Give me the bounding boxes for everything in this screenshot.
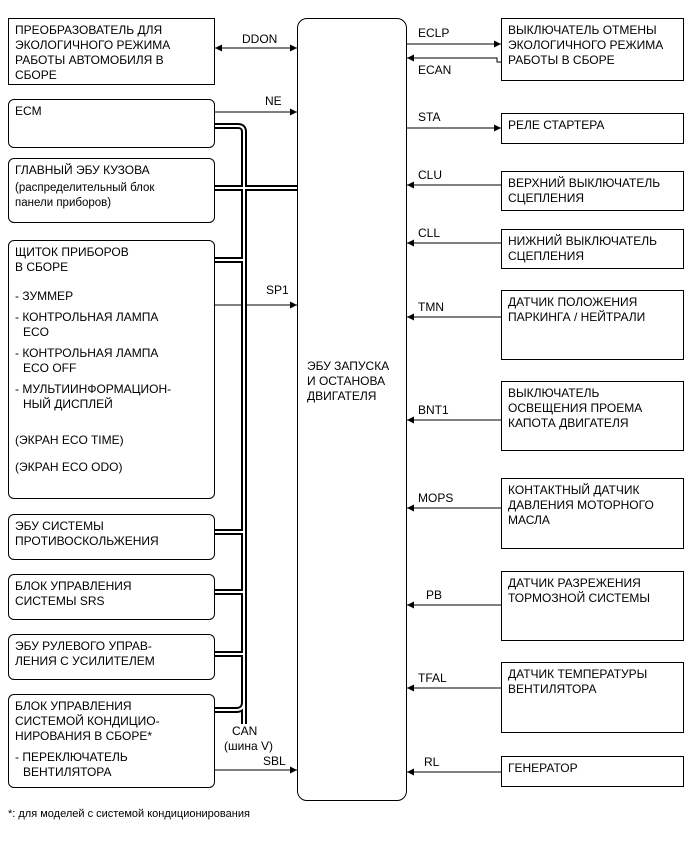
eps-ecu-box: ЭБУ РУЛЕВОГО УПРАВ- ЛЕНИЯ С УСИЛИТЕЛЕМ <box>8 634 215 680</box>
signal-bnt1: BNT1 <box>418 403 449 417</box>
signal-sp1: SP1 <box>266 283 289 297</box>
starter-relay-box: РЕЛЕ СТАРТЕРА <box>501 113 684 144</box>
park-neutral-sensor-box: ДАТЧИК ПОЛОЖЕНИЯ ПАРКИНГА / НЕЙТРАЛИ <box>501 290 684 360</box>
signal-can: CAN <box>232 724 258 738</box>
brake-vacuum-sensor-box: ДАТЧИК РАЗРЕЖЕНИЯ ТОРМОЗНОЙ СИСТЕМЫ <box>501 571 684 641</box>
signal-sta: STA <box>418 110 441 124</box>
meter-box: ЩИТОК ПРИБОРОВ В СБОРЕ - ЗУММЕР - КОНТРО… <box>8 240 215 499</box>
clutch-upper-switch-box: ВЕРХНИЙ ВЫКЛЮЧАТЕЛЬ СЦЕПЛЕНИЯ <box>501 171 684 211</box>
can-bus <box>215 123 297 724</box>
hood-courtesy-switch-box: ВЫКЛЮЧАТЕЛЬ ОСВЕЩЕНИЯ ПРОЕМА КАПОТА ДВИГ… <box>501 381 684 451</box>
srs-box: БЛОК УПРАВЛЕНИЯ СИСТЕМЫ SRS <box>8 574 215 620</box>
signal-eclp: ECLP <box>418 26 450 40</box>
clutch-lower-switch-box: НИЖНИЙ ВЫКЛЮЧАТЕЛЬ СЦЕПЛЕНИЯ <box>501 229 684 269</box>
body-ecu-box: ГЛАВНЫЙ ЭБУ КУЗОВА (распределительный бл… <box>8 158 215 223</box>
eco-cancel-switch-box: ВЫКЛЮЧАТЕЛЬ ОТМЕНЫ ЭКОЛОГИЧНОГО РЕЖИМА Р… <box>501 18 684 81</box>
footnote: *: для моделей с системой кондиционирова… <box>8 808 250 820</box>
signal-ecan: ECAN <box>418 63 452 77</box>
skid-control-ecu-box: ЭБУ СИСТЕМЫ ПРОТИВОСКОЛЬЖЕНИЯ <box>8 514 215 560</box>
oil-pressure-switch-box: КОНТАКТНЫЙ ДАТЧИК ДАВЛЕНИЯ МОТОРНОГО МАС… <box>501 478 684 549</box>
signal-sbl: SBL <box>263 754 286 768</box>
ecan-line <box>407 54 501 63</box>
alternator-box: ГЕНЕРАТОР <box>501 756 684 787</box>
signal-pb: PB <box>426 588 443 602</box>
signal-ddon: DDON <box>242 32 278 46</box>
signal-clu: CLU <box>418 168 443 182</box>
converter-box: ПРЕОБРАЗОВАТЕЛЬ ДЛЯ ЭКОЛОГИЧНОГО РЕЖИМА … <box>8 18 215 85</box>
engine-stop-start-ecu: ЭБУ ЗАПУСКА И ОСТАНОВА ДВИГАТЕЛЯ <box>297 18 407 801</box>
signal-rl: RL <box>424 755 440 769</box>
ecu-label: ЭБУ ЗАПУСКА И ОСТАНОВА ДВИГАТЕЛЯ <box>307 359 390 403</box>
ac-amplifier-box: БЛОК УПРАВЛЕНИЯ СИСТЕМОЙ КОНДИЦИО- НИРОВ… <box>8 694 215 788</box>
fan-temp-sensor-box: ДАТЧИК ТЕМПЕРАТУРЫ ВЕНТИЛЯТОРА <box>501 662 684 733</box>
signal-ne: NE <box>265 94 282 108</box>
signal-mops: MOPS <box>418 491 454 505</box>
signal-tmn: TMN <box>418 300 444 314</box>
signal-tfal: TFAL <box>418 671 447 685</box>
signal-can-sub: (шина V) <box>224 739 273 753</box>
signal-cll: CLL <box>418 226 441 240</box>
ecm-box: ECM <box>8 99 215 148</box>
